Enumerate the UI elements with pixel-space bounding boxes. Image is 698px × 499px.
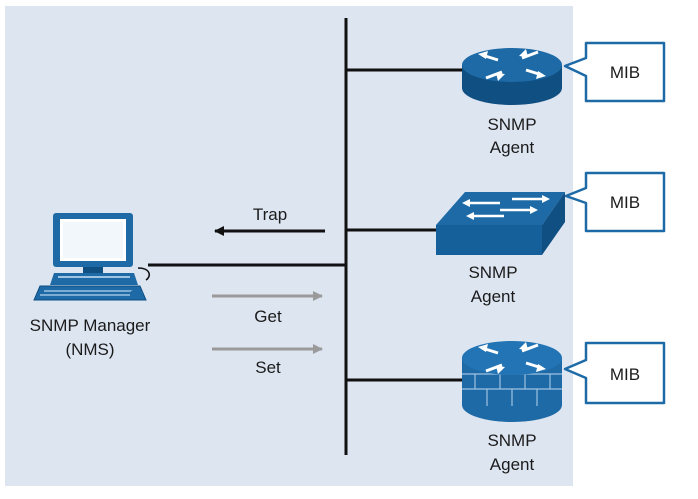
agent3-label-line2: Agent	[490, 455, 535, 474]
agent1-label-line1: SNMP	[487, 115, 536, 134]
agent1-label-line2: Agent	[490, 138, 535, 157]
mib-label-2: MIB	[610, 193, 640, 212]
agent2-label-line1: SNMP	[468, 263, 517, 282]
trap-label: Trap	[253, 205, 287, 224]
switch-icon	[436, 192, 565, 255]
set-label: Set	[255, 358, 281, 377]
manager-label-line2: (NMS)	[65, 340, 114, 359]
router-icon	[462, 48, 562, 105]
agent2-label-line2: Agent	[471, 287, 516, 306]
mib-label-3: MIB	[610, 365, 640, 384]
firewall-router-icon	[462, 341, 562, 422]
mib-label-1: MIB	[610, 63, 640, 82]
agent3-label-line1: SNMP	[487, 431, 536, 450]
computer-icon	[33, 213, 151, 301]
mib-callout-1: MIB	[563, 41, 666, 103]
get-label: Get	[254, 307, 282, 326]
mib-callout-2: MIB	[564, 171, 666, 233]
manager-label-line1: SNMP Manager	[30, 316, 151, 335]
mib-callout-3: MIB	[563, 341, 666, 405]
